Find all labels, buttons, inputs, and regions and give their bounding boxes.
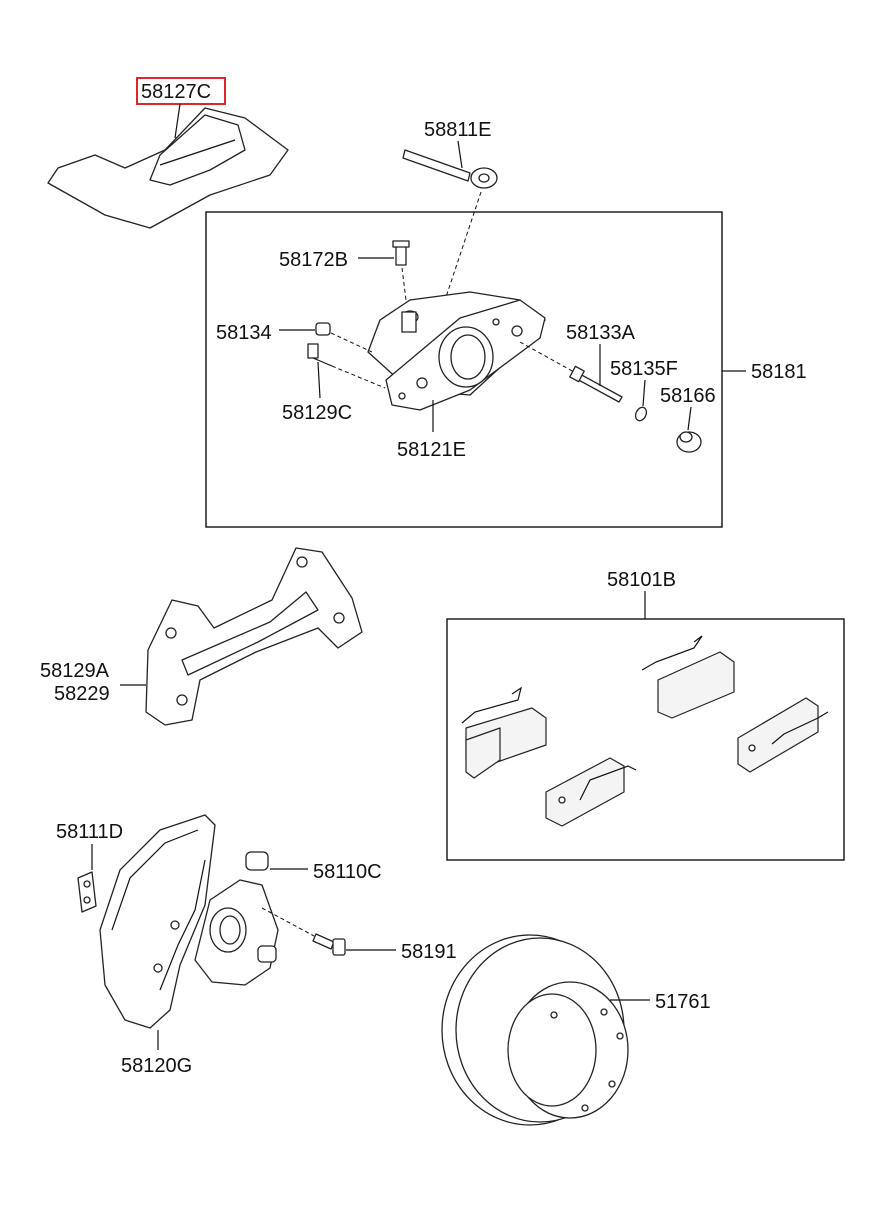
part-51761-drawing [441, 934, 629, 1126]
leader-58811E [457, 140, 463, 169]
label-58127C[interactable]: 58127C [141, 81, 211, 103]
label-58129A[interactable]: 58129A [40, 660, 110, 682]
leader-58135F [642, 379, 646, 407]
label-58166[interactable]: 58166 [660, 385, 716, 407]
part-58166-drawing [676, 431, 702, 453]
part-58127C-drawing [47, 107, 289, 229]
dash-bolt [331, 365, 386, 389]
label-58129C[interactable]: 58129C [282, 402, 352, 424]
label-58191[interactable]: 58191 [401, 941, 457, 963]
leader-58127C [174, 103, 181, 139]
leader-58129C [317, 361, 321, 399]
part-58101B-drawing [461, 635, 829, 827]
label-58172B[interactable]: 58172B [279, 249, 348, 271]
label-58121E[interactable]: 58121E [397, 439, 466, 461]
label-58134[interactable]: 58134 [216, 322, 272, 344]
dash-hose-to-caliper [444, 191, 482, 301]
part-58172B-drawing [392, 240, 410, 266]
label-58811E[interactable]: 58811E [424, 119, 491, 141]
leader-58166 [687, 406, 692, 431]
dash-pin [519, 341, 575, 373]
part-58133A-drawing [569, 365, 623, 403]
label-58120G[interactable]: 58120G [121, 1055, 192, 1077]
part-58129A-drawing [145, 547, 363, 726]
part-58134-drawing [315, 322, 331, 336]
part-58110C-drawing [194, 851, 279, 986]
part-58191-drawing [312, 933, 346, 956]
highlight-box-58127C [136, 77, 226, 105]
dash-boot [330, 332, 373, 353]
part-58120G-drawing [77, 814, 216, 1029]
part-58135F-drawing [634, 406, 648, 422]
label-58133A[interactable]: 58133A [566, 322, 636, 344]
label-51761[interactable]: 51761 [655, 991, 711, 1013]
pad-kit-box [446, 618, 845, 861]
label-58181[interactable]: 58181 [751, 361, 807, 383]
dash-bolt-58191 [261, 907, 315, 937]
part-58811E-drawing [402, 149, 498, 189]
label-58135F[interactable]: 58135F [610, 358, 678, 380]
label-58229[interactable]: 58229 [54, 683, 110, 705]
part-58129C-drawing [307, 343, 333, 367]
label-58111D[interactable]: 58111D [56, 821, 123, 843]
label-58101B[interactable]: 58101B [607, 569, 676, 591]
label-58110C[interactable]: 58110C [313, 861, 382, 883]
part-58121E-drawing [367, 291, 546, 411]
caliper-assembly-box [205, 211, 723, 528]
